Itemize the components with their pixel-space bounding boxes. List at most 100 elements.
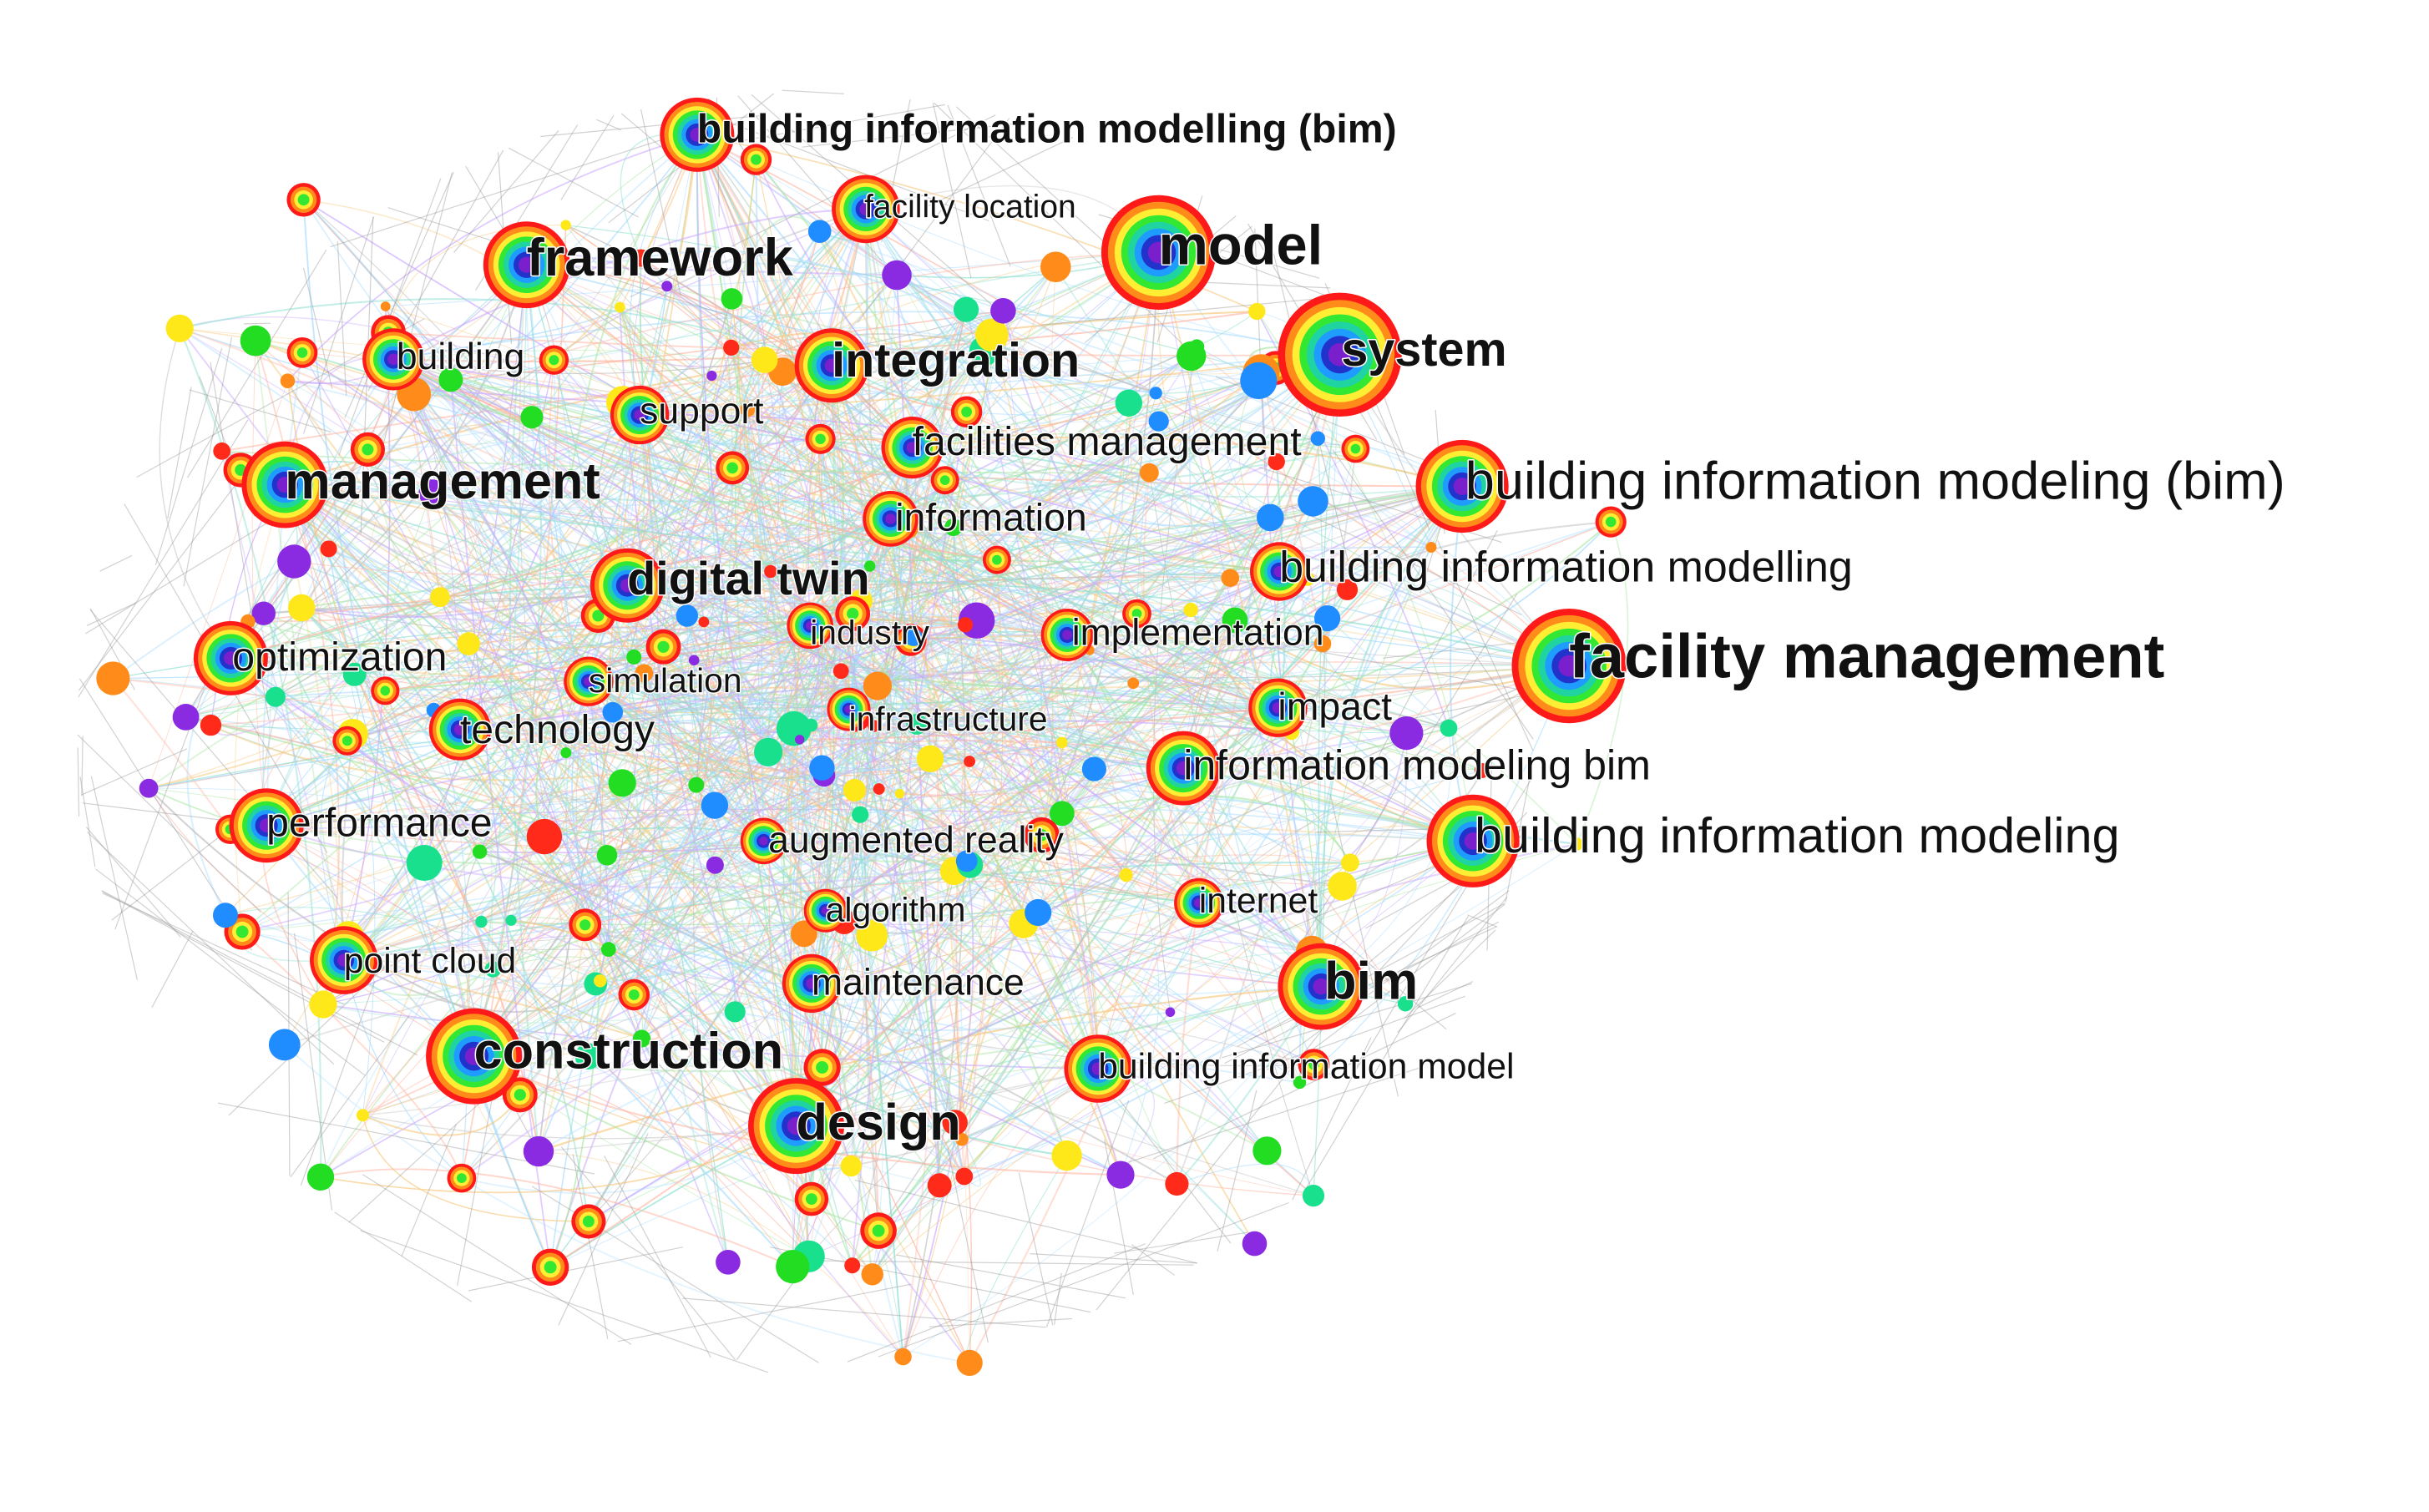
network-edge: [263, 613, 475, 1057]
network-edge: [1157, 252, 1278, 709]
network-edge: [1066, 634, 1351, 863]
network-edge: [747, 408, 1570, 667]
keyword-label: facilities management: [913, 419, 1303, 464]
network-edge: [878, 986, 1322, 1231]
keyword-label: building information modelling: [1279, 542, 1853, 590]
network-edge: [863, 518, 892, 1231]
keyword-label: internet: [1199, 881, 1318, 921]
network-edge: [731, 298, 812, 984]
network-edge: [322, 360, 554, 1005]
keyword-node: [193, 620, 268, 695]
network-edge: [468, 1247, 684, 1292]
network-edge: [560, 114, 615, 200]
network-edge: [266, 825, 793, 1267]
minor-node: [724, 1001, 746, 1023]
network-edge: [912, 436, 1463, 488]
network-edge: [612, 711, 1062, 775]
keyword-label: information modeling bim: [1183, 741, 1651, 788]
minor-node: [1222, 607, 1248, 634]
network-edge: [732, 467, 1463, 488]
network-edge: [328, 548, 1314, 1065]
network-edge: [840, 670, 1268, 1151]
keyword-label: building: [397, 336, 524, 377]
minor-node: [716, 451, 750, 485]
network-edge: [535, 592, 625, 837]
network-edge: [619, 306, 1100, 1070]
network-edge: [385, 306, 1278, 709]
network-edge: [964, 985, 1322, 1177]
network-edge: [954, 559, 1000, 1123]
network-edge: [696, 134, 912, 640]
network-edge: [459, 636, 914, 731]
network-edge: [600, 855, 967, 982]
keyword-node: [428, 698, 492, 761]
network-edge: [560, 1146, 736, 1361]
network-edge: [330, 126, 702, 248]
network-edge: [608, 621, 712, 950]
network-edge: [797, 209, 867, 934]
keyword-node: [832, 174, 900, 244]
network-edge: [1157, 251, 1432, 549]
network-edge: [606, 806, 1474, 857]
minor-node: [807, 220, 832, 244]
network-edge: [565, 680, 643, 1039]
keyword-label: bim: [1324, 952, 1418, 1010]
minor-node: [1040, 251, 1071, 283]
network-edge: [86, 827, 181, 938]
network-edge: [639, 414, 1323, 645]
network-edge: [588, 910, 827, 1222]
network-edge: [360, 1230, 769, 1373]
network-edge: [148, 447, 913, 790]
network-edge: [961, 840, 1474, 1140]
network-edge: [696, 134, 741, 377]
keyword-label: facility management: [1569, 622, 2164, 691]
keyword-node: [1415, 439, 1509, 533]
minor-node: [539, 345, 569, 375]
minor-node: [596, 845, 618, 866]
network-edge: [459, 650, 1090, 731]
keyword-node: [229, 788, 304, 863]
network-edge: [764, 359, 1323, 988]
keyword-node: [1278, 943, 1365, 1030]
minor-node: [751, 346, 778, 373]
minor-node: [776, 1250, 810, 1284]
minor-node: [1313, 635, 1332, 653]
network-edge: [548, 360, 590, 682]
minor-node: [698, 616, 710, 628]
network-edge: [947, 104, 1011, 267]
network-edge: [878, 843, 1577, 1231]
minor-node: [754, 737, 783, 766]
network-edge: [240, 469, 823, 1068]
network-edge: [608, 609, 1192, 950]
network-edge: [230, 393, 415, 659]
network-edge: [630, 114, 996, 298]
network-edge: [185, 716, 1199, 904]
keyword-label: infrastructure: [849, 700, 1048, 738]
minor-node: [608, 769, 636, 797]
network-edge: [432, 493, 810, 1257]
major-keyword-nodes: [193, 97, 1627, 1175]
minor-node: [96, 661, 130, 695]
network-edge: [1155, 392, 1322, 987]
network-edge: [266, 716, 856, 827]
network-edge: [639, 257, 792, 1146]
minor-node: [873, 783, 885, 795]
minor-node: [1122, 599, 1151, 629]
keyword-node: [1426, 794, 1520, 887]
minor-node: [251, 601, 276, 625]
network-edge: [696, 134, 909, 529]
network-edge: [480, 854, 608, 923]
network-edge: [255, 340, 1407, 734]
network-edge: [99, 554, 133, 572]
network-edge: [362, 1174, 632, 1345]
network-edge: [266, 825, 1314, 1196]
minor-node: [942, 1110, 968, 1135]
network-edge: [902, 447, 939, 1358]
minor-node: [721, 288, 743, 310]
network-edge: [1041, 486, 1463, 836]
network-edge: [696, 134, 1570, 667]
minor-node: [795, 735, 805, 745]
network-edge: [240, 469, 764, 842]
network-edge: [459, 729, 1343, 887]
minor-node: [438, 367, 463, 392]
